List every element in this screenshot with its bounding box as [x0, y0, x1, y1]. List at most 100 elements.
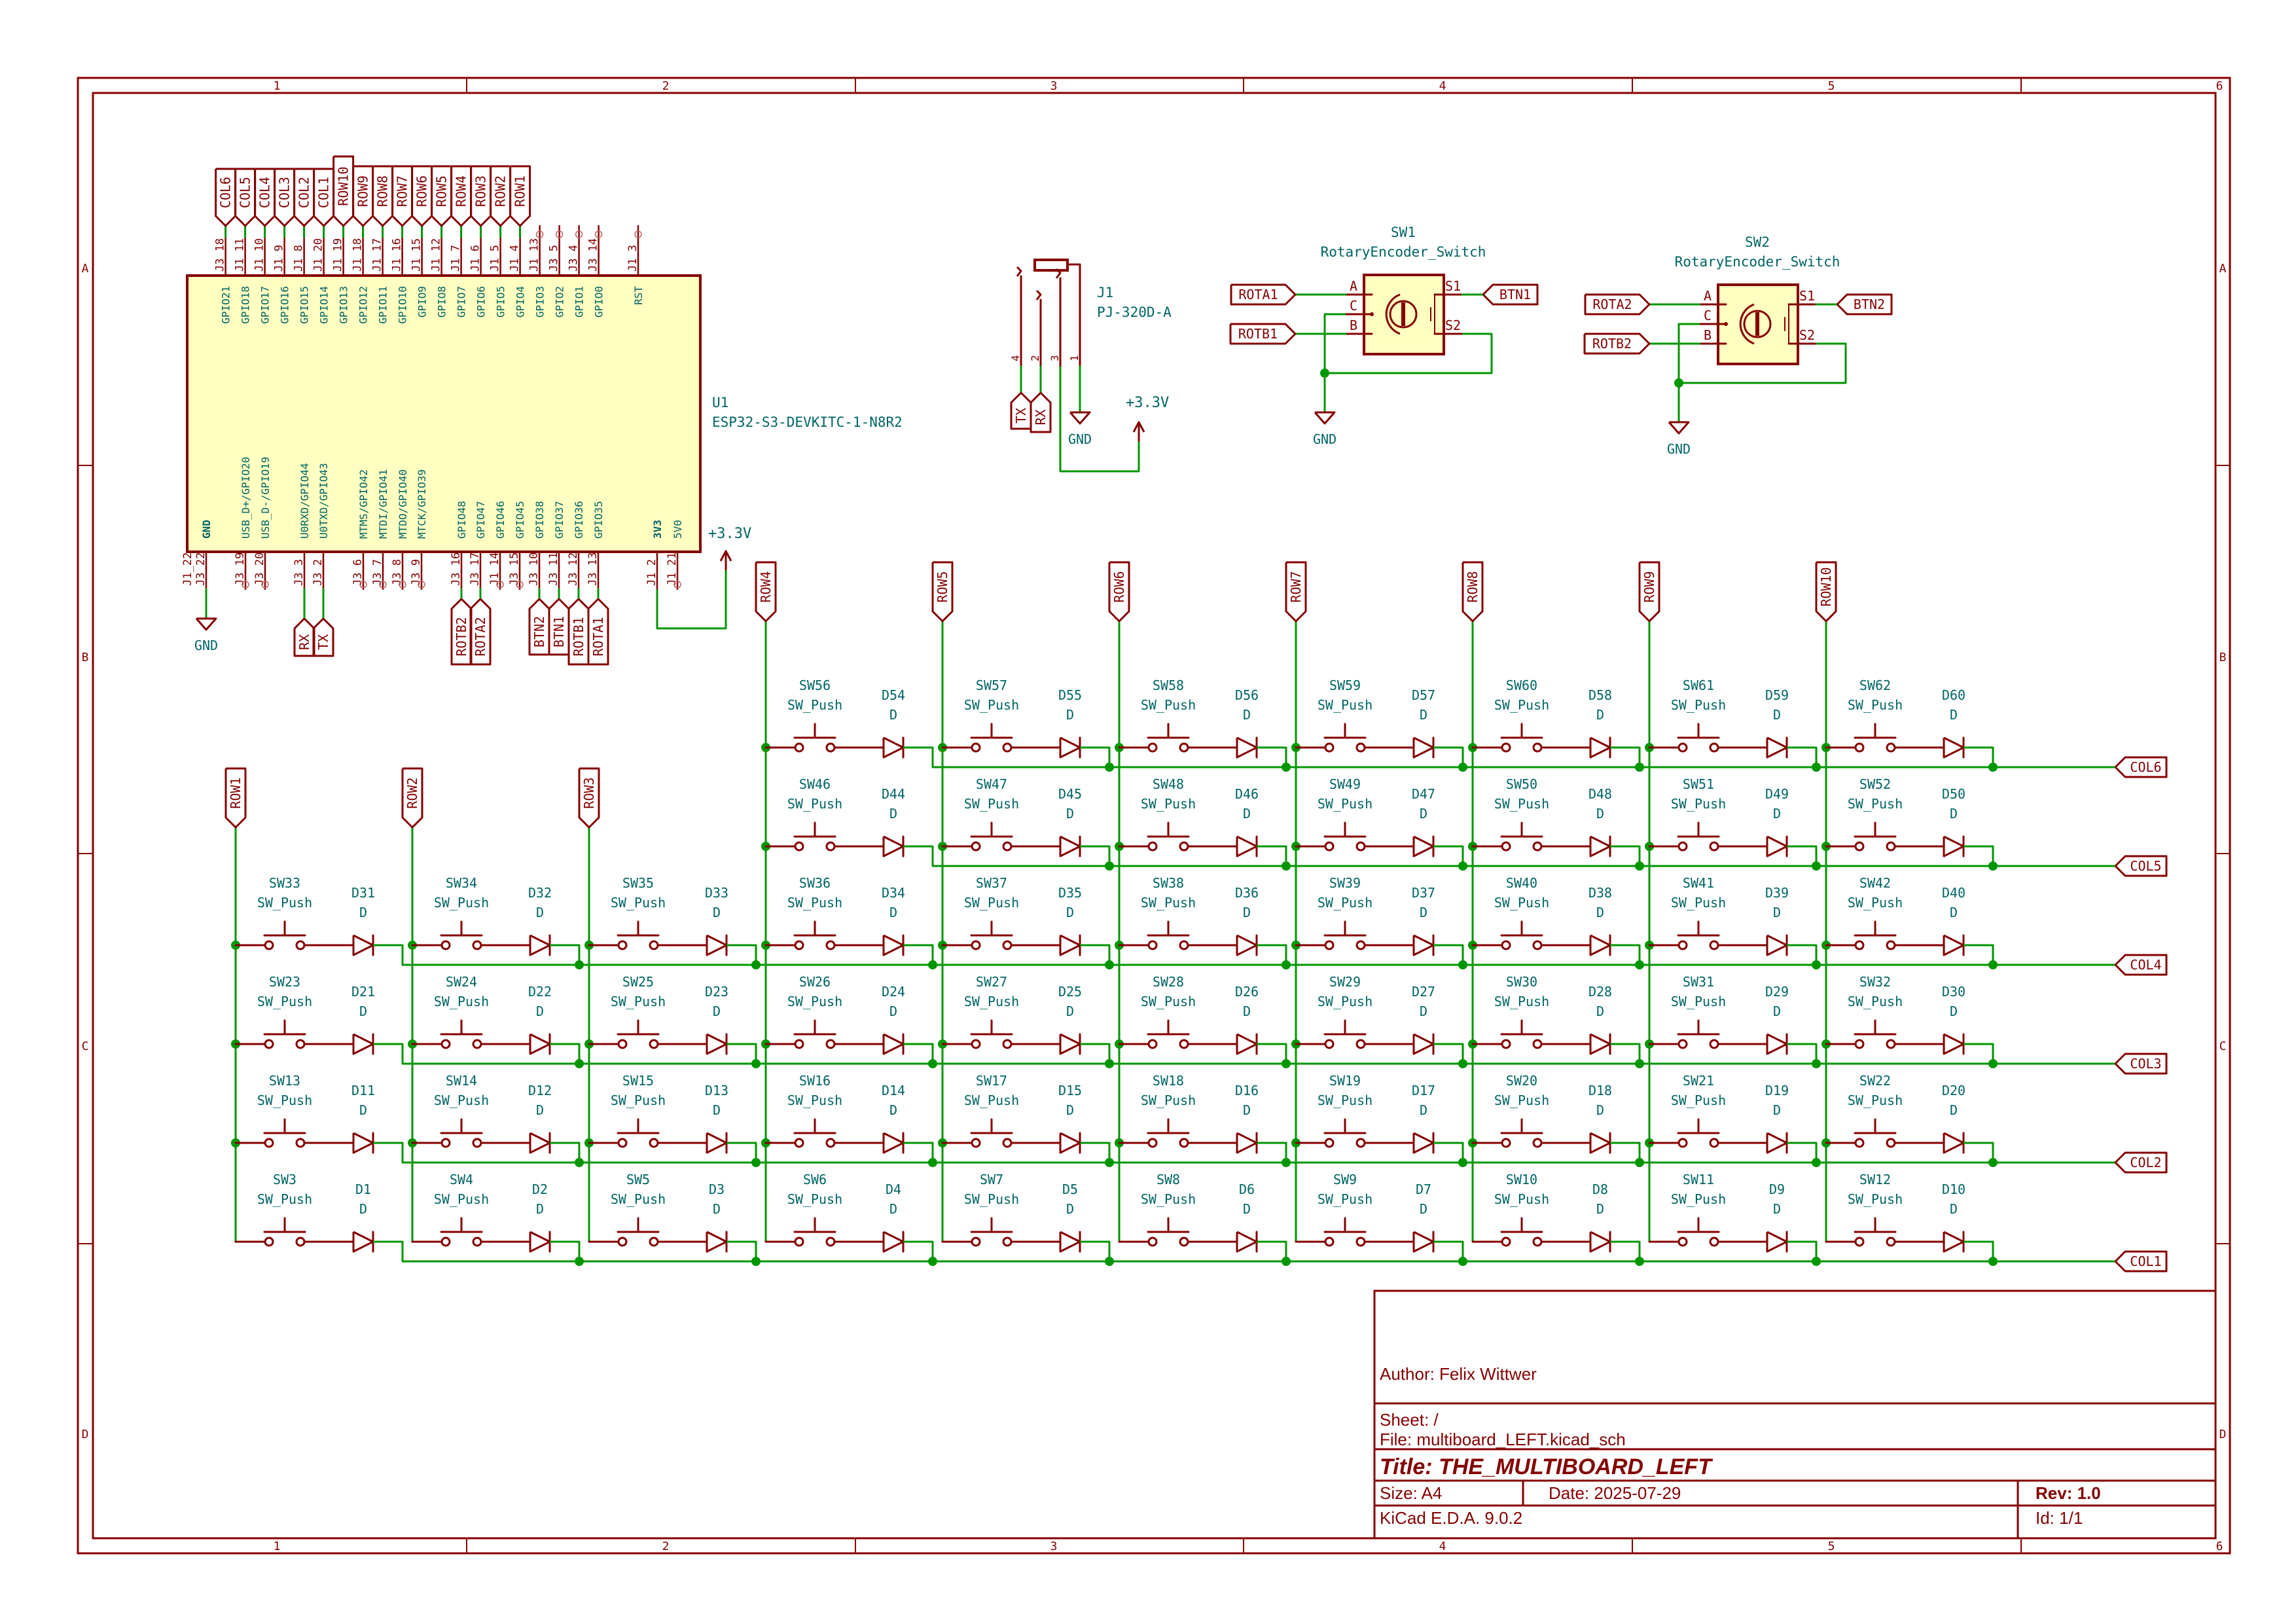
- esp32-module-u1[interactable]: COL6J3_18GPIO21COL5J1_11GPIO18COL4J1_10G…: [181, 155, 903, 666]
- net-label-tx[interactable]: TX: [312, 617, 334, 657]
- net-label-row6[interactable]: ROW6: [411, 165, 433, 227]
- net-label-col3[interactable]: COL3: [2114, 1053, 2168, 1075]
- net-label-btn1[interactable]: BTN1: [548, 598, 570, 656]
- net-label-row3[interactable]: ROW3: [470, 165, 492, 227]
- net-label-rota2[interactable]: ROTA2: [1584, 293, 1651, 316]
- net-label-rotb2[interactable]: ROTB2: [450, 598, 473, 666]
- net-label-row10[interactable]: ROW10: [1815, 561, 1837, 623]
- net-label-row5[interactable]: ROW5: [931, 561, 954, 623]
- net-label-row2[interactable]: ROW2: [401, 767, 423, 829]
- net-label-rota1[interactable]: ROTA1: [1230, 283, 1297, 306]
- net-label-row1[interactable]: ROW1: [224, 767, 247, 829]
- net-label-row1[interactable]: ROW1: [509, 165, 531, 227]
- net-label-row6[interactable]: ROW6: [1108, 561, 1130, 623]
- net-label-col4[interactable]: COL4: [2114, 954, 2168, 976]
- net-label-btn2[interactable]: BTN2: [528, 598, 550, 656]
- rotary-encoder-sw2[interactable]: SW2RotaryEncoder_SwitchACBS1S2ROTA2ROTB2…: [1583, 234, 1893, 457]
- net-label-row4[interactable]: ROW4: [450, 165, 473, 227]
- net-label-row4[interactable]: ROW4: [755, 561, 777, 623]
- net-label-col4[interactable]: COL4: [254, 168, 276, 227]
- net-label-row9[interactable]: ROW9: [1638, 561, 1660, 623]
- net-label-row10[interactable]: ROW10: [332, 155, 355, 227]
- net-label-row7[interactable]: ROW7: [391, 165, 414, 227]
- rotary-encoder-sw1[interactable]: SW1RotaryEncoder_SwitchACBS1S2ROTA1ROTB1…: [1229, 225, 1539, 447]
- net-label-row3[interactable]: ROW3: [578, 767, 600, 829]
- net-label-col5[interactable]: COL5: [2114, 855, 2168, 877]
- net-label-rotb1[interactable]: ROTB1: [567, 598, 590, 666]
- net-label-rotb1[interactable]: ROTB1: [1229, 323, 1297, 345]
- net-label-row7[interactable]: ROW7: [1285, 561, 1307, 623]
